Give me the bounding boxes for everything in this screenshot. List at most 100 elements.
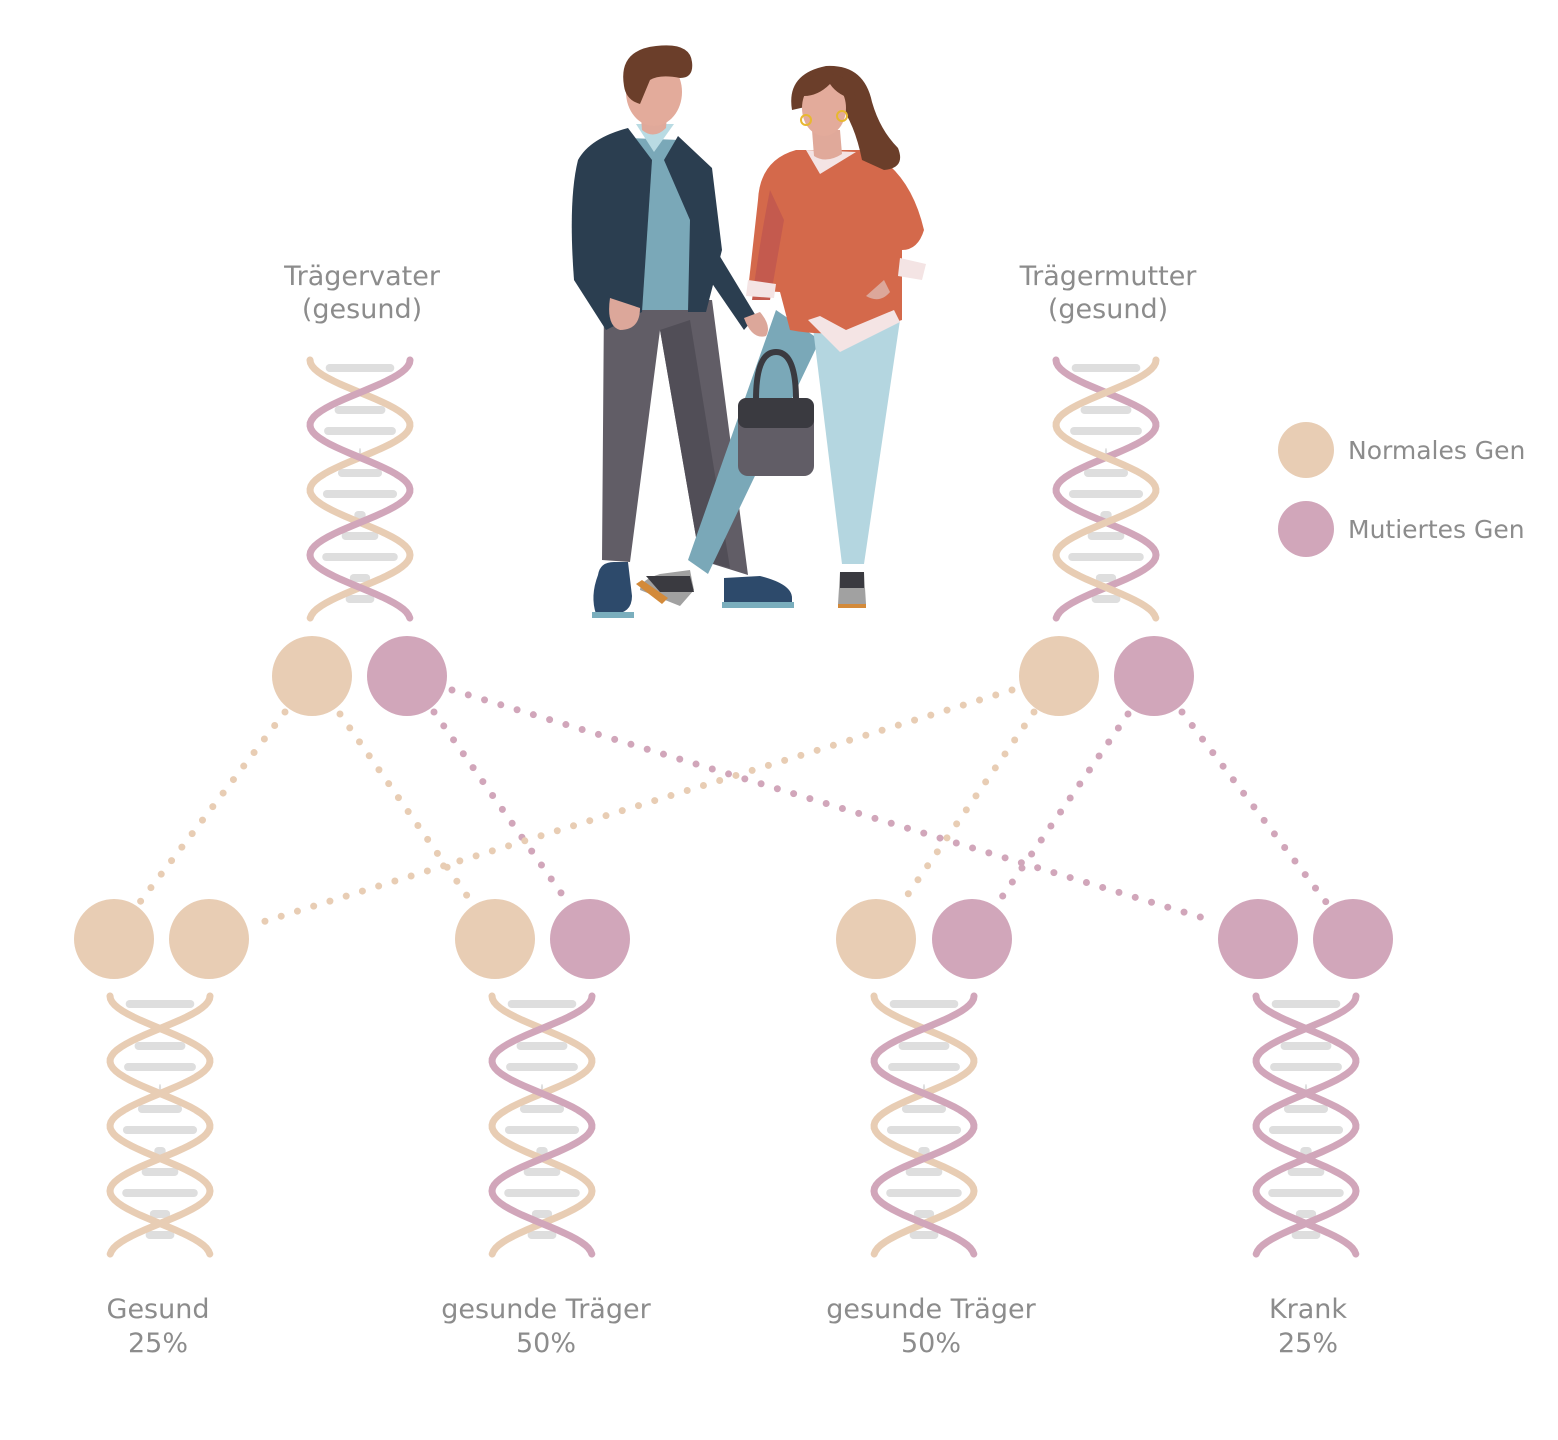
dna-helix-father — [306, 356, 414, 622]
dna-rung — [345, 595, 375, 603]
dna-rung — [154, 1147, 166, 1155]
dna-strand — [488, 992, 596, 1258]
child-percent-3: 25% — [1278, 1328, 1338, 1359]
dna-rung — [1080, 406, 1132, 414]
dna-rung — [1283, 1105, 1329, 1113]
dna-helices — [106, 356, 1360, 1258]
dna-rung — [145, 1231, 175, 1239]
dna-rung — [1068, 553, 1144, 561]
dna-rung — [341, 532, 379, 540]
dna-rung — [349, 574, 371, 582]
dna-rung — [536, 1147, 548, 1155]
dna-rung — [1095, 574, 1117, 582]
child-2-gene-normal — [836, 899, 916, 979]
dna-rung — [1295, 1210, 1317, 1218]
line-father-normal-child-1 — [336, 710, 474, 904]
dna-rung — [1287, 1168, 1325, 1176]
dna-rung — [322, 490, 398, 498]
parent-label-father: Trägervater — [283, 261, 441, 292]
parent-0-gene-normal — [272, 636, 352, 716]
child-3-gene-mutated — [1218, 899, 1298, 979]
parent-status-father: (gesund) — [302, 294, 422, 325]
dna-rung — [1068, 490, 1144, 498]
line-mother-normal-child-2 — [900, 708, 1038, 904]
dna-rung — [137, 1105, 183, 1113]
dna-strand — [1052, 356, 1160, 622]
line-father-mutated-child-1 — [430, 708, 570, 904]
child-labels: Gesund 25% gesunde Träger 50% gesunde Tr… — [107, 1294, 1348, 1359]
dna-helix-mother — [1052, 356, 1160, 622]
dna-helix-child-3 — [1252, 992, 1360, 1258]
inheritance-lines — [136, 686, 1330, 928]
dna-rung — [141, 1168, 179, 1176]
legend-swatch-normal — [1278, 422, 1334, 478]
child-label-3: Krank — [1269, 1294, 1347, 1325]
dna-rung — [322, 553, 398, 561]
dna-rung — [516, 1042, 568, 1050]
dna-rung — [523, 1168, 561, 1176]
dna-rung — [1100, 511, 1112, 519]
dna-rung — [905, 1168, 943, 1176]
child-percent-1: 50% — [516, 1328, 576, 1359]
legend-swatch-mutated — [1278, 501, 1334, 557]
man-figure — [571, 45, 794, 618]
dna-rung — [909, 1231, 939, 1239]
dna-rung — [913, 1210, 935, 1218]
child-label-0: Gesund — [107, 1294, 210, 1325]
dna-rung — [504, 1189, 580, 1197]
dna-rung — [1070, 427, 1142, 435]
dna-rung — [527, 1231, 557, 1239]
dna-rung — [888, 1063, 960, 1071]
dna-rung — [531, 1210, 553, 1218]
parent-status-mother: (gesund) — [1048, 294, 1168, 325]
parent-1-gene-mutated — [1114, 636, 1194, 716]
dna-rung — [507, 1000, 577, 1008]
dna-strand — [306, 356, 414, 622]
dna-rung — [1270, 1063, 1342, 1071]
couple-illustration — [571, 45, 926, 618]
dna-rung — [125, 1000, 195, 1008]
dna-rung — [337, 469, 383, 477]
dna-rung — [324, 427, 396, 435]
parent-label-mother: Trägermutter — [1019, 261, 1198, 292]
dna-rung — [504, 1126, 580, 1134]
child-2-gene-mutated — [932, 899, 1012, 979]
dna-strand — [870, 992, 978, 1258]
dna-strand — [870, 992, 978, 1258]
dna-rung — [519, 1105, 565, 1113]
dna-rung — [889, 1000, 959, 1008]
child-percent-0: 25% — [128, 1328, 188, 1359]
dna-rung — [325, 364, 395, 372]
dna-rung — [506, 1063, 578, 1071]
dna-rung — [1268, 1126, 1344, 1134]
dna-rung — [901, 1105, 947, 1113]
line-mother-mutated-child-3 — [1178, 708, 1330, 906]
handbag-illustration — [738, 348, 814, 476]
dna-helix-child-0 — [106, 992, 214, 1258]
dna-rung — [122, 1126, 198, 1134]
dna-rung — [354, 511, 366, 519]
dna-rung — [1071, 364, 1141, 372]
dna-rung — [1291, 1231, 1321, 1239]
parent-1-gene-normal — [1019, 636, 1099, 716]
child-0-gene-normal — [169, 899, 249, 979]
dna-rung — [1280, 1042, 1332, 1050]
child-label-2: gesunde Träger — [826, 1294, 1036, 1325]
line-mother-normal-child-0 — [252, 686, 1016, 928]
legend-label-normal: Normales Gen — [1348, 436, 1525, 465]
dna-helix-child-1 — [488, 992, 596, 1258]
dna-strand — [1052, 356, 1160, 622]
dna-rung — [886, 1126, 962, 1134]
gene-circles — [74, 636, 1393, 979]
dna-strand — [306, 356, 414, 622]
dna-rung — [334, 406, 386, 414]
line-father-mutated-child-3 — [448, 686, 1214, 924]
dna-rung — [1300, 1147, 1312, 1155]
dna-strand — [1252, 992, 1360, 1258]
dna-rung — [122, 1189, 198, 1197]
parent-labels: Trägervater (gesund) Trägermutter (gesun… — [283, 261, 1197, 325]
dna-rung — [898, 1042, 950, 1050]
dna-rung — [1087, 532, 1125, 540]
dna-strand — [488, 992, 596, 1258]
